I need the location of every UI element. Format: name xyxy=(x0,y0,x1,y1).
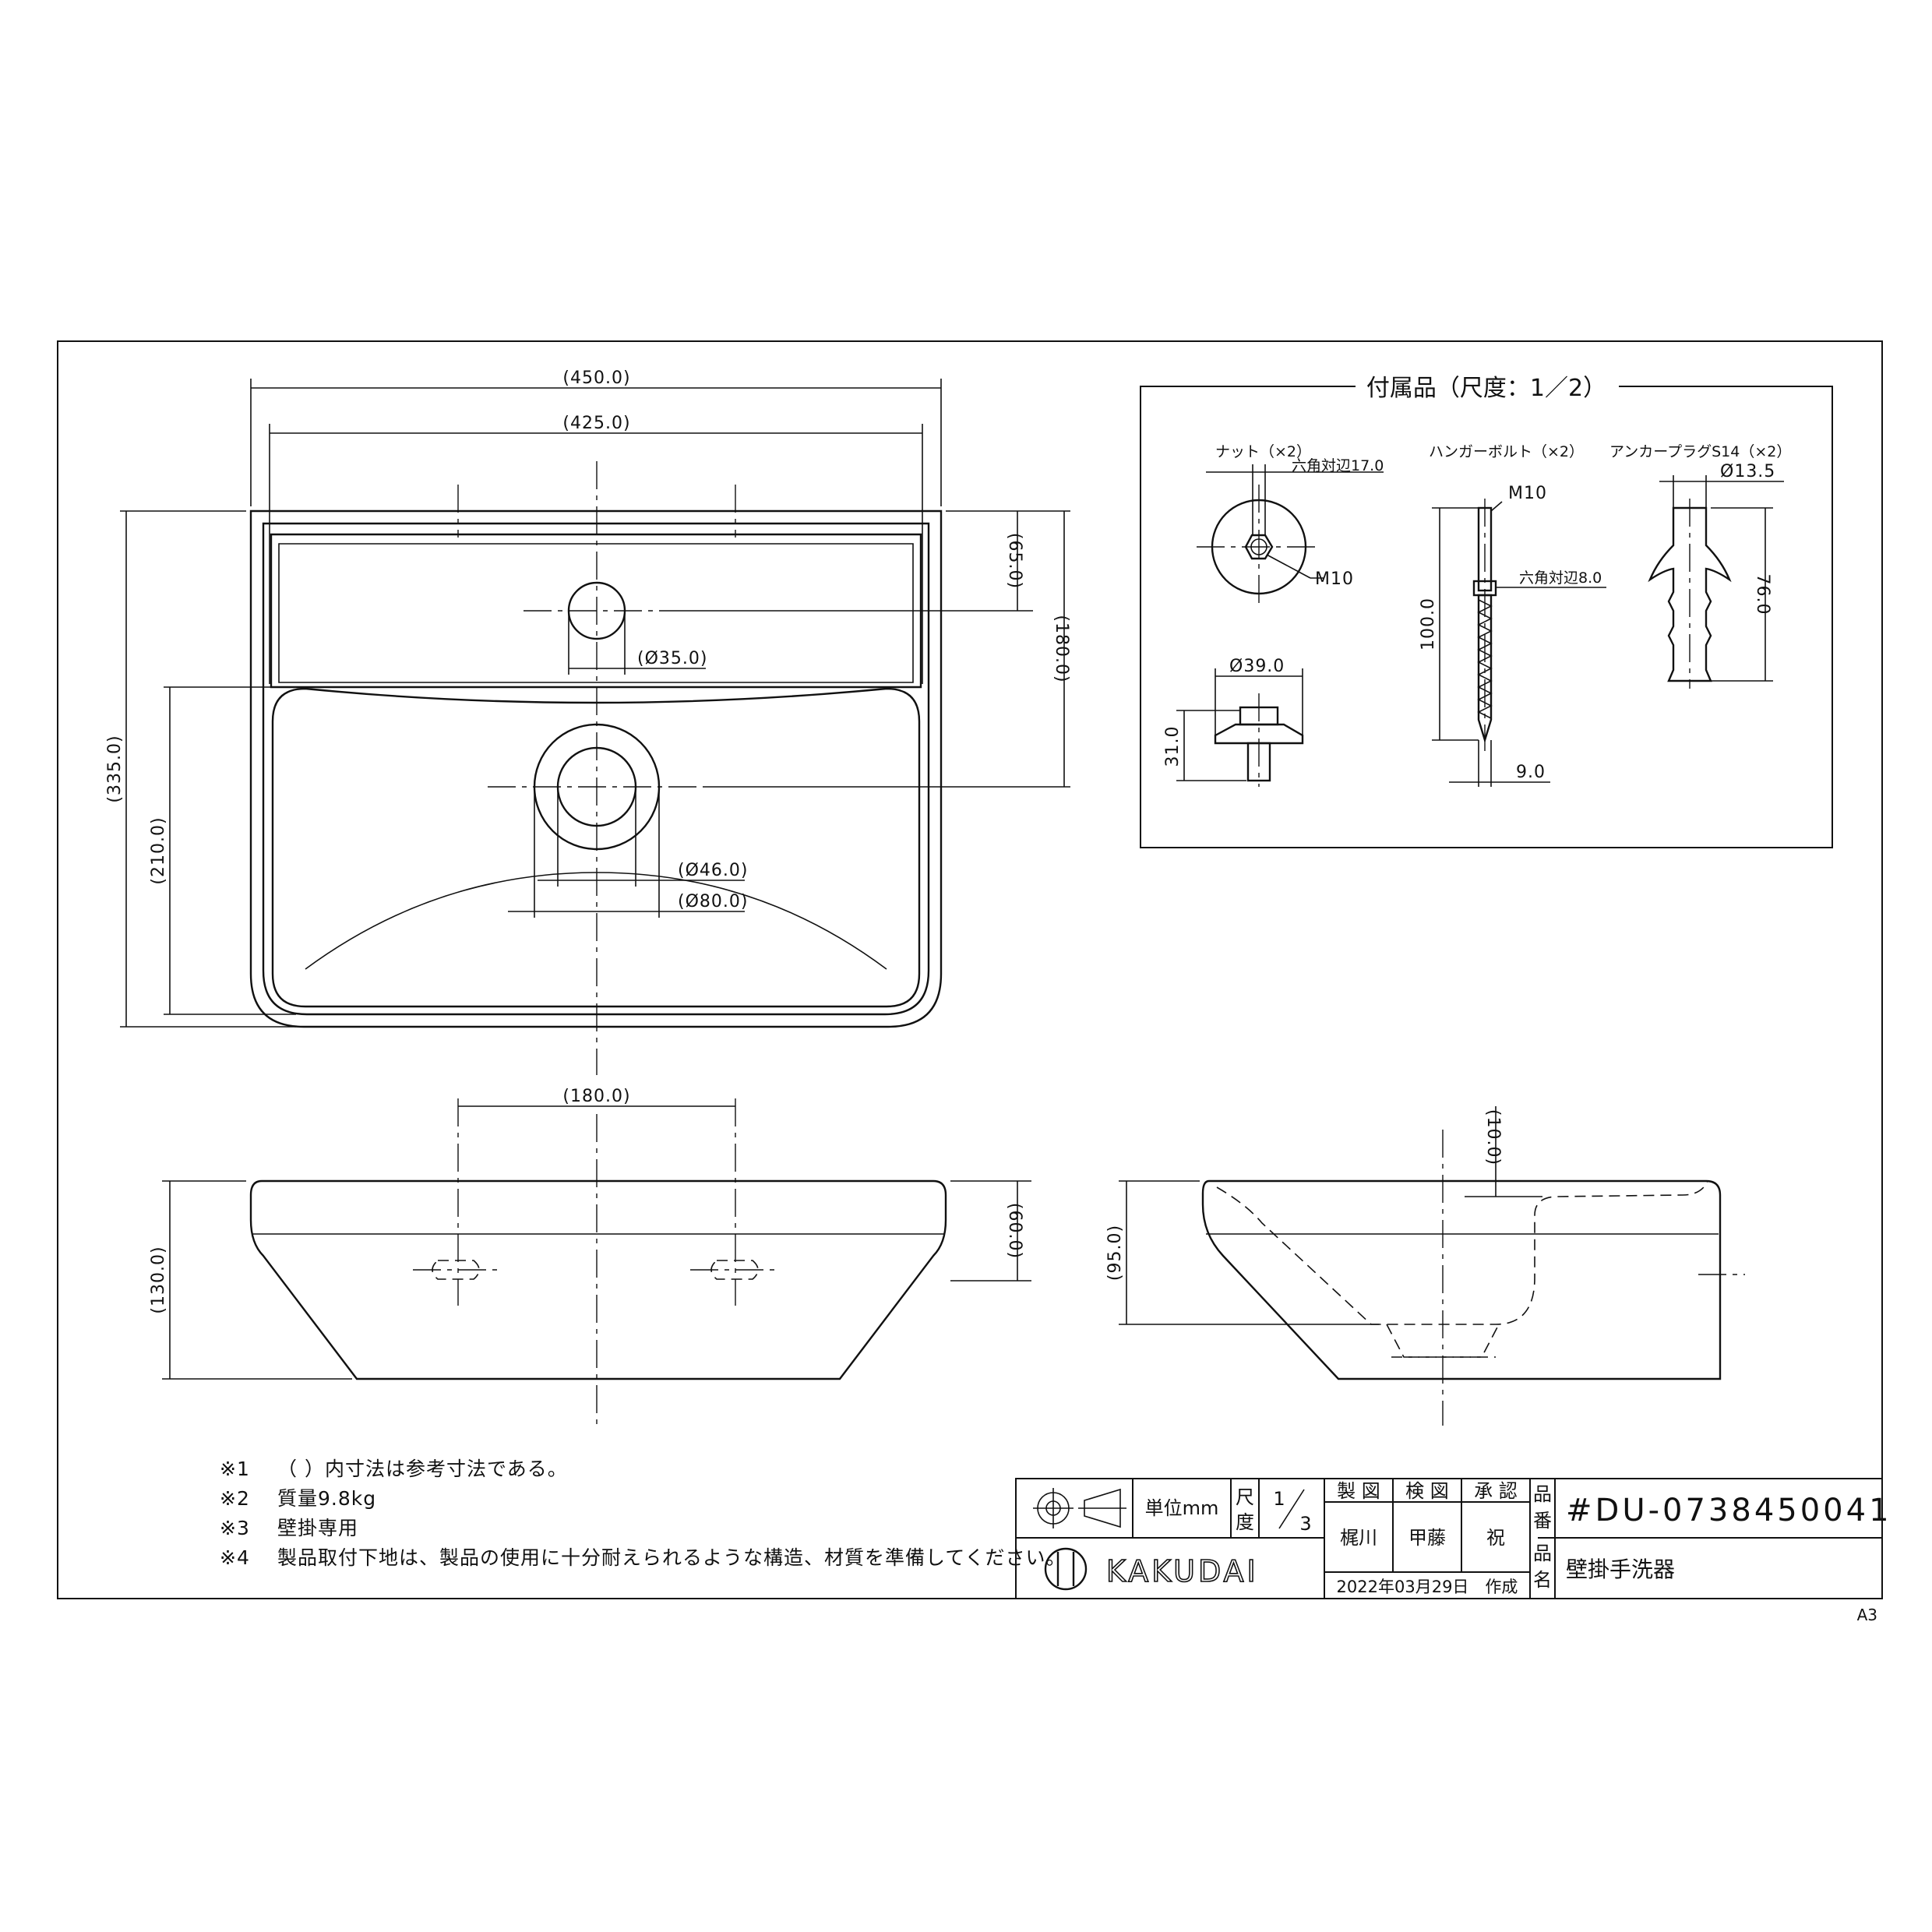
dim-front-180: (180.0) xyxy=(562,1087,630,1106)
part-no-label-1: 品 xyxy=(1533,1483,1552,1505)
nut-hex-label: 六角対辺17.0 xyxy=(1292,457,1384,474)
dim-height-65: (65.0) xyxy=(1005,533,1024,589)
note-2-mark: ※2 xyxy=(220,1487,250,1510)
col-draw-label: 製 図 xyxy=(1337,1480,1380,1502)
note-3-mark: ※3 xyxy=(220,1517,250,1539)
sheet-size-label: A3 xyxy=(1857,1606,1877,1624)
plug-length-label: 76.0 xyxy=(1753,574,1772,615)
front-view: (180.0) (60.0) (130.0) xyxy=(149,1087,1031,1426)
note-4-mark: ※4 xyxy=(220,1546,250,1569)
scale-numerator: 1 xyxy=(1273,1488,1285,1510)
kakudai-logo-icon: KAKUDAI xyxy=(1044,1547,1259,1591)
scale-label-1: 尺 xyxy=(1236,1486,1254,1508)
dim-width-450: (450.0) xyxy=(562,368,630,388)
date-created: 2022年03月29日 作成 xyxy=(1337,1578,1518,1596)
note-4-text: 製品取付下地は、製品の使用に十分耐えられるような構造、材質を準備してください。 xyxy=(277,1546,1066,1569)
part-no-label-2: 番 xyxy=(1533,1510,1552,1532)
title-block: 単位mm 尺 度 1 3 製 図 検 図 承 認 梶川 甲藤 祝 2022年03… xyxy=(1015,1478,1892,1599)
bolt-dia-label: 9.0 xyxy=(1516,763,1546,782)
dim-side-10: (10.0) xyxy=(1483,1109,1503,1165)
col-approve-label: 承 認 xyxy=(1474,1480,1518,1502)
name-draw: 梶川 xyxy=(1340,1527,1377,1549)
dim-side-95: (95.0) xyxy=(1105,1225,1125,1281)
note-3-text: 壁掛専用 xyxy=(277,1517,358,1539)
scale-label-2: 度 xyxy=(1236,1511,1254,1533)
dim-dia-35: (Ø35.0) xyxy=(637,649,707,668)
nut-thread-label: M10 xyxy=(1315,569,1354,589)
note-1-mark: ※1 xyxy=(220,1458,250,1480)
name-approve: 祝 xyxy=(1486,1527,1505,1549)
part-name-label-1: 品 xyxy=(1533,1542,1552,1564)
notes: ※1 （ ）内寸法は参考寸法である。 ※2 質量9.8kg ※3 壁掛専用 ※4… xyxy=(220,1458,1066,1569)
accessories-box: 付属品（尺度：1／2） ナット（×2） 六角対辺17.0 M10 Ø39.0 3… xyxy=(1140,375,1833,848)
nut-height-label: 31.0 xyxy=(1163,726,1183,767)
name-check: 甲藤 xyxy=(1408,1527,1446,1549)
part-name: 壁掛手洗器 xyxy=(1566,1557,1675,1582)
dim-front-60: (60.0) xyxy=(1005,1203,1024,1259)
dim-width-425: (425.0) xyxy=(562,414,630,433)
plug-label: アンカープラグS14（×2） xyxy=(1609,443,1791,460)
nut-label: ナット（×2） xyxy=(1215,443,1311,460)
dim-front-130: (130.0) xyxy=(149,1246,168,1313)
dim-height-210: (210.0) xyxy=(149,816,168,884)
plan-view: (450.0) (425.0) (65.0) (180.0) (335.0) (… xyxy=(105,368,1071,1075)
drawing-border xyxy=(57,340,1883,1599)
accessories-title: 付属品（尺度：1／2） xyxy=(1366,375,1606,402)
part-number: #DU-0738450041 xyxy=(1566,1493,1892,1528)
note-2-text: 質量9.8kg xyxy=(277,1487,376,1510)
bolt-length-label: 100.0 xyxy=(1419,598,1438,650)
logo-text: KAKUDAI xyxy=(1106,1554,1259,1588)
plug-dia-label: Ø13.5 xyxy=(1720,462,1775,481)
col-check-label: 検 図 xyxy=(1405,1480,1449,1502)
dim-height-335: (335.0) xyxy=(105,735,125,802)
bolt-label: ハンガーボルト（×2） xyxy=(1429,443,1584,460)
dim-dia-80: (Ø80.0) xyxy=(678,892,748,911)
nut-dia-label: Ø39.0 xyxy=(1229,657,1285,676)
unit-label: 単位mm xyxy=(1145,1497,1219,1519)
side-view: (10.0) (95.0) xyxy=(1105,1106,1745,1426)
bolt-thread-label: M10 xyxy=(1508,484,1547,503)
bolt-hex-label: 六角対辺8.0 xyxy=(1519,569,1602,587)
note-1-text: （ ）内寸法は参考寸法である。 xyxy=(277,1458,568,1480)
projection-symbol-icon xyxy=(1033,1488,1126,1528)
part-name-label-2: 名 xyxy=(1533,1569,1552,1591)
dim-dia-46: (Ø46.0) xyxy=(678,861,748,880)
scale-denominator: 3 xyxy=(1299,1513,1311,1535)
dim-height-180: (180.0) xyxy=(1052,615,1071,682)
